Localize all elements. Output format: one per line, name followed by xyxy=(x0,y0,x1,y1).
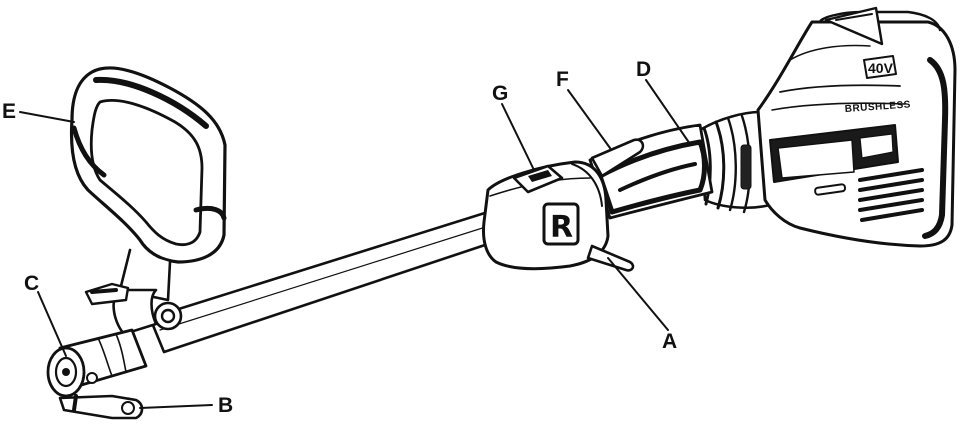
callout-a: A xyxy=(662,330,677,353)
leader-a xyxy=(607,257,669,331)
motor-housing: 40V BRUSHLESS xyxy=(698,6,957,248)
control-button[interactable] xyxy=(512,164,564,194)
callout-leaders xyxy=(19,79,691,409)
assist-handle xyxy=(69,66,227,302)
voltage-badge: 40V xyxy=(863,55,897,79)
vent-grille xyxy=(858,168,924,222)
callout-f: F xyxy=(556,68,569,91)
lock-off-lever[interactable] xyxy=(590,138,645,178)
r-logo-letter: R xyxy=(550,210,573,245)
leader-c xyxy=(37,291,67,357)
shaft-coupler xyxy=(46,328,148,398)
leader-f xyxy=(567,89,611,149)
voltage-badge-text: 40V xyxy=(868,60,894,76)
r-logo: R xyxy=(542,202,580,246)
handle-clamp[interactable] xyxy=(84,282,183,336)
leader-b xyxy=(139,404,213,409)
callout-d: D xyxy=(636,58,651,81)
brushless-label: BRUSHLESS xyxy=(844,99,911,115)
callout-e: E xyxy=(2,100,16,123)
leader-d xyxy=(645,79,691,145)
callout-labels: A B C D E F G xyxy=(2,58,677,417)
trigger[interactable] xyxy=(586,244,635,272)
callout-b: B xyxy=(218,394,233,417)
callout-g: G xyxy=(492,82,508,105)
leader-g xyxy=(501,103,535,171)
coupler-knob[interactable] xyxy=(58,394,144,420)
callout-c: C xyxy=(24,272,39,295)
leader-e xyxy=(19,111,75,123)
